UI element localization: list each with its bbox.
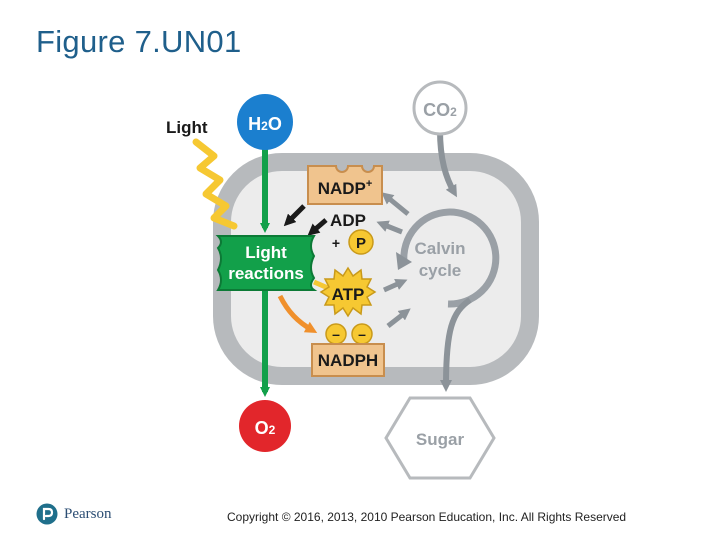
water-label: H2O [248,114,282,134]
calvin-cycle-ring [400,208,500,308]
co2-to-calvin-arrow [437,129,457,198]
atp-starburst [319,266,377,318]
adp-return-arrow [376,220,403,235]
electron-2-sign: – [358,326,366,342]
oxygen-label: O2 [255,418,276,438]
pearson-logo-icon [36,503,58,525]
light-reactions-line1: Light [245,243,287,262]
sugar-hexagon [384,396,496,480]
copyright-notice: Copyright © 2016, 2013, 2010 Pearson Edu… [227,510,627,524]
light-reactions-box [215,235,318,291]
nadph-label: NADPH [318,351,378,370]
calvin-to-sugar-arrow [440,297,472,392]
sugar-label: Sugar [416,430,465,449]
nadp-to-light-reactions-arrow [283,204,306,227]
nadph-box [311,343,385,377]
calvin-cycle-line1: Calvin [414,239,465,258]
electron-1-sign: – [332,326,340,342]
nadp-plus-box [307,165,383,205]
light-ray-icon [192,138,238,230]
pearson-wordmark: Pearson [64,505,112,522]
water-molecule [237,94,293,150]
light-reactions-to-nadph-arrow [277,294,318,333]
plus-sign: + [332,235,340,251]
adp-to-light-reactions-arrow [307,218,328,236]
phosphate-molecule [348,229,374,255]
atp-label: ATP [332,285,365,304]
slide-title: Figure 7.UN01 [36,24,242,59]
oxygen-molecule [239,400,291,452]
pearson-brand: Pearson [36,502,112,526]
light-reactions-to-atp-arrow [313,279,329,291]
calvin-cycle-line2: cycle [419,261,462,280]
light-reactions-line2: reactions [228,264,304,283]
light-label: Light [166,118,208,137]
nadph-to-calvin-arrow [386,308,411,328]
atp-to-calvin-arrow [382,278,408,293]
calvin-cycle-arrowhead [396,252,412,270]
co2-label: CO2 [423,100,457,120]
adp-label: ADP [330,211,366,230]
nadp-plus-label: NADP+ [318,178,373,198]
co2-molecule [412,80,468,136]
phosphate-label: P [356,235,366,252]
nadp-return-arrow [381,192,410,216]
